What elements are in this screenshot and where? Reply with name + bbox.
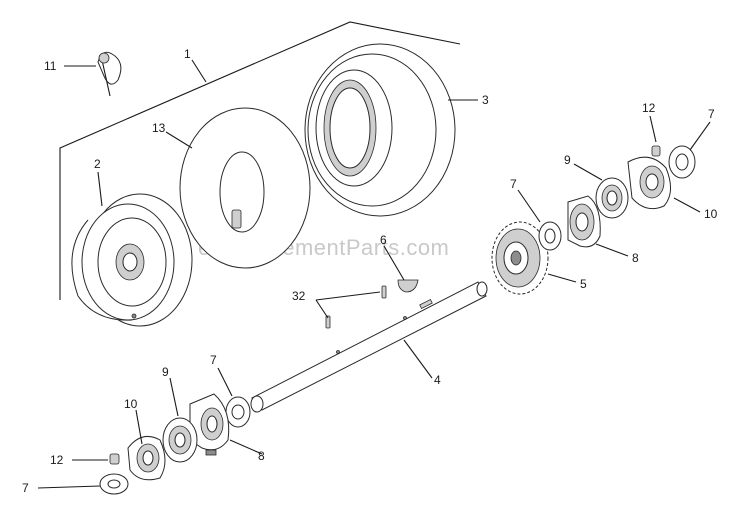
inner-tube	[179, 107, 311, 269]
callout-9-right: 9	[564, 153, 571, 167]
right-flange-8	[567, 195, 601, 248]
left-flange-10	[127, 435, 166, 481]
gear-sprocket	[491, 221, 549, 295]
left-flange-8	[189, 393, 230, 456]
woodruff-key	[397, 279, 419, 293]
callout-9-left: 9	[162, 365, 169, 379]
left-washer-7d	[99, 473, 129, 495]
callout-4: 4	[434, 373, 441, 387]
callout-13: 13	[152, 121, 166, 135]
callout-6: 6	[380, 233, 387, 247]
callout-8-right: 8	[632, 251, 639, 265]
hitch-pin	[97, 51, 122, 97]
callout-3: 3	[482, 93, 489, 107]
left-zerk-12	[109, 453, 120, 465]
assembly-bracket	[59, 21, 461, 300]
right-flange-10	[627, 156, 671, 210]
callout-11: 11	[44, 59, 57, 73]
callout-8-left: 8	[258, 449, 265, 463]
wheel-rim	[71, 193, 193, 327]
callout-5: 5	[580, 277, 587, 291]
callout-12-left: 12	[50, 453, 64, 467]
right-bearing-9	[595, 177, 629, 219]
right-zerk-12	[651, 145, 661, 157]
left-washer-7c	[225, 396, 251, 428]
roll-pins	[325, 285, 387, 329]
right-washer-7a	[538, 221, 562, 251]
callout-32: 32	[292, 289, 306, 303]
tire	[304, 43, 456, 217]
callout-7-right: 7	[510, 177, 517, 191]
callout-10-left: 10	[124, 397, 138, 411]
axle-shaft	[250, 281, 488, 413]
callout-7-upper-right: 7	[708, 107, 715, 121]
callout-12-right: 12	[642, 101, 656, 115]
callout-7-left: 7	[210, 353, 217, 367]
callout-7-lower-left: 7	[22, 481, 29, 495]
callout-10-right: 10	[704, 207, 718, 221]
left-bearing-9	[162, 417, 198, 463]
right-washer-7b	[668, 145, 696, 179]
callout-2: 2	[94, 157, 101, 171]
callout-1: 1	[184, 47, 191, 61]
leader-lines	[37, 59, 711, 489]
callout-labels: 11 1 3 13 2 12 7 9 10 7 8 6 5 32 4 7 9 1…	[22, 47, 718, 495]
